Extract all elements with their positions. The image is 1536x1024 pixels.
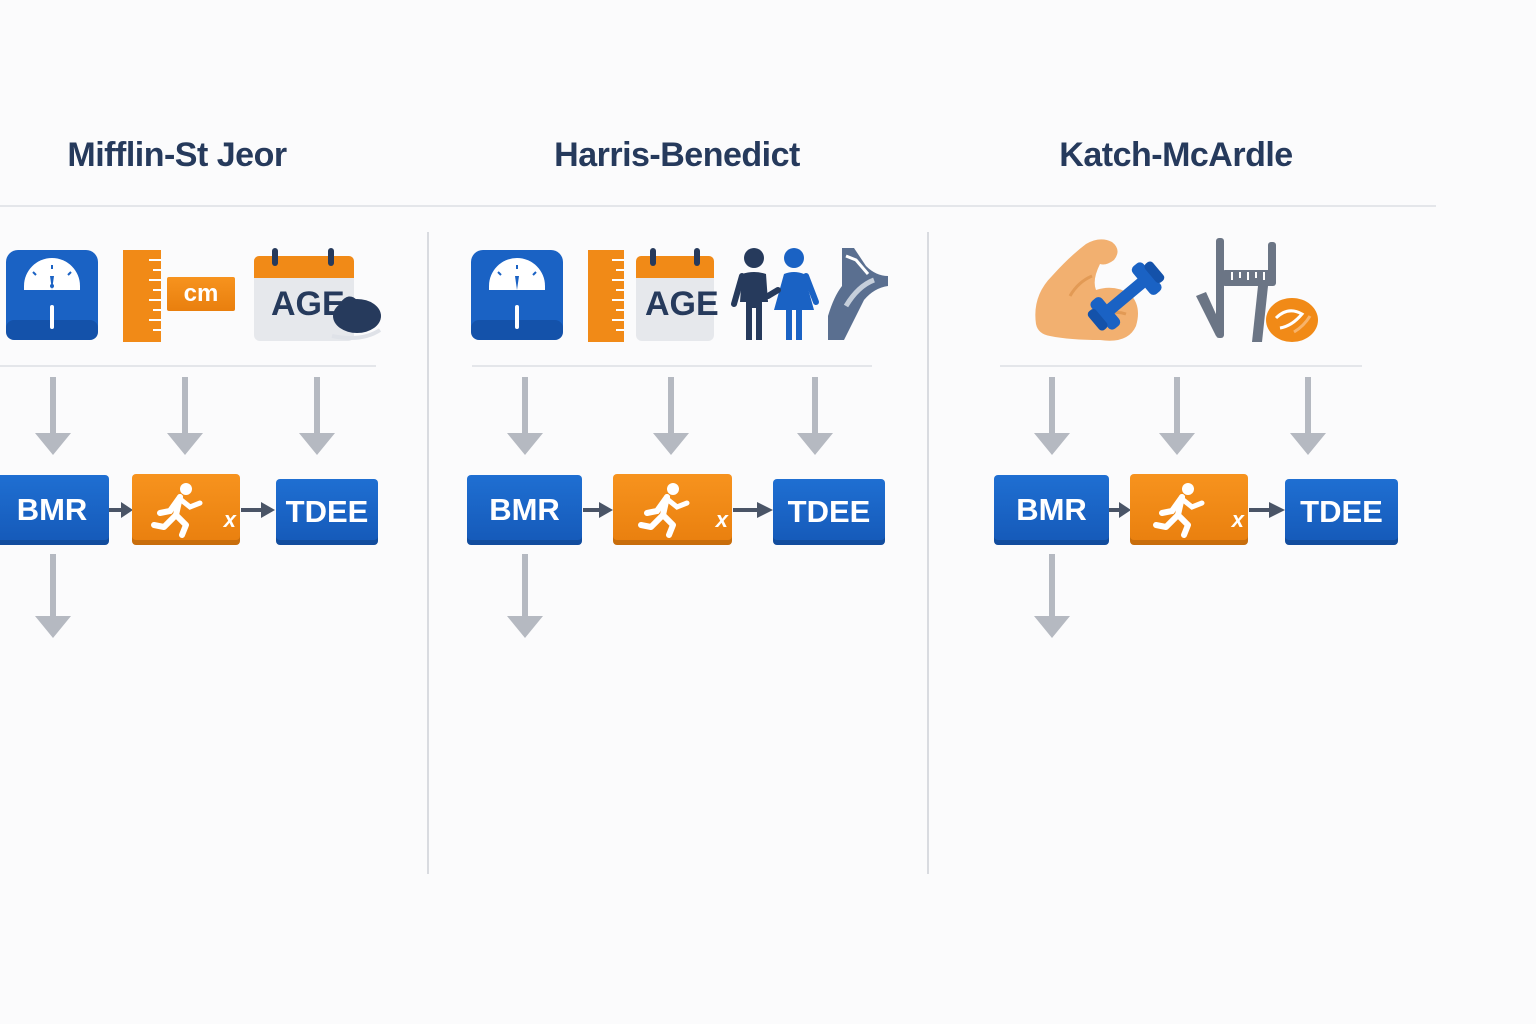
calendar-icon (636, 248, 714, 341)
column-divider (927, 232, 929, 874)
formula-title: Harris-Benedict (554, 136, 800, 174)
down-arrow-icon (1159, 377, 1195, 455)
runner-icon (638, 483, 690, 538)
formula-title: Katch-McArdle (1059, 136, 1293, 174)
man-woman-icon (731, 248, 819, 340)
skinfold-caliper-icon (1196, 238, 1318, 342)
down-arrow-icon (35, 377, 71, 455)
activity-multiplier-box: x (1130, 474, 1248, 545)
unit-label-cm: cm (167, 277, 235, 311)
right-arrow-icon (733, 502, 773, 518)
unit-text: cm (183, 280, 219, 307)
calendar-icon (254, 248, 382, 341)
age-label: AGE (271, 285, 345, 323)
down-arrow-icon (507, 377, 543, 455)
multiplier-symbol: x (223, 507, 236, 532)
runner-icon (1153, 483, 1205, 538)
tdee-label: TDEE (787, 494, 871, 529)
inputs-divider (1000, 365, 1362, 367)
activity-multiplier-box: x (613, 474, 732, 545)
tdee-label: TDEE (285, 494, 369, 529)
down-arrow-icon (797, 377, 833, 455)
inputs-divider (0, 365, 376, 367)
ruler-icon (588, 250, 624, 342)
flexed-arm-dumbbell-icon (1035, 239, 1165, 341)
age-label: AGE (645, 285, 719, 323)
caliper-icon (828, 248, 888, 340)
down-arrow-icon (1034, 377, 1070, 455)
ruler-icon (123, 250, 161, 342)
right-arrow-icon (583, 502, 613, 518)
multiplier-symbol: x (715, 507, 728, 532)
bmr-label: BMR (489, 492, 560, 527)
bmr-label: BMR (1016, 492, 1087, 527)
down-arrow-icon (653, 377, 689, 455)
bmr-box: BMR (994, 475, 1109, 545)
right-arrow-icon (1109, 502, 1131, 518)
scale-icon (471, 250, 563, 340)
down-arrow-icon (1290, 377, 1326, 455)
down-arrow-icon (167, 377, 203, 455)
right-arrow-icon (109, 502, 133, 518)
runner-icon (151, 483, 203, 538)
activity-multiplier-box: x (132, 474, 240, 545)
right-arrow-icon (241, 502, 275, 518)
inputs-divider (472, 365, 872, 367)
formula-title: Mifflin-St Jeor (67, 136, 287, 174)
bmr-label: BMR (16, 492, 88, 527)
tdee-box: TDEE (773, 479, 885, 545)
right-arrow-icon (1249, 502, 1285, 518)
tdee-box: TDEE (1285, 479, 1398, 545)
down-arrow-icon (35, 554, 71, 638)
bmr-box: BMR (0, 475, 109, 545)
header-divider (0, 205, 1436, 207)
bmr-box: BMR (467, 475, 582, 545)
column-divider (427, 232, 429, 874)
tdee-label: TDEE (1300, 494, 1383, 529)
multiplier-symbol: x (1231, 507, 1244, 532)
tdee-box: TDEE (276, 479, 378, 545)
scale-icon (6, 250, 98, 340)
down-arrow-icon (299, 377, 335, 455)
down-arrow-icon (1034, 554, 1070, 638)
down-arrow-icon (507, 554, 543, 638)
